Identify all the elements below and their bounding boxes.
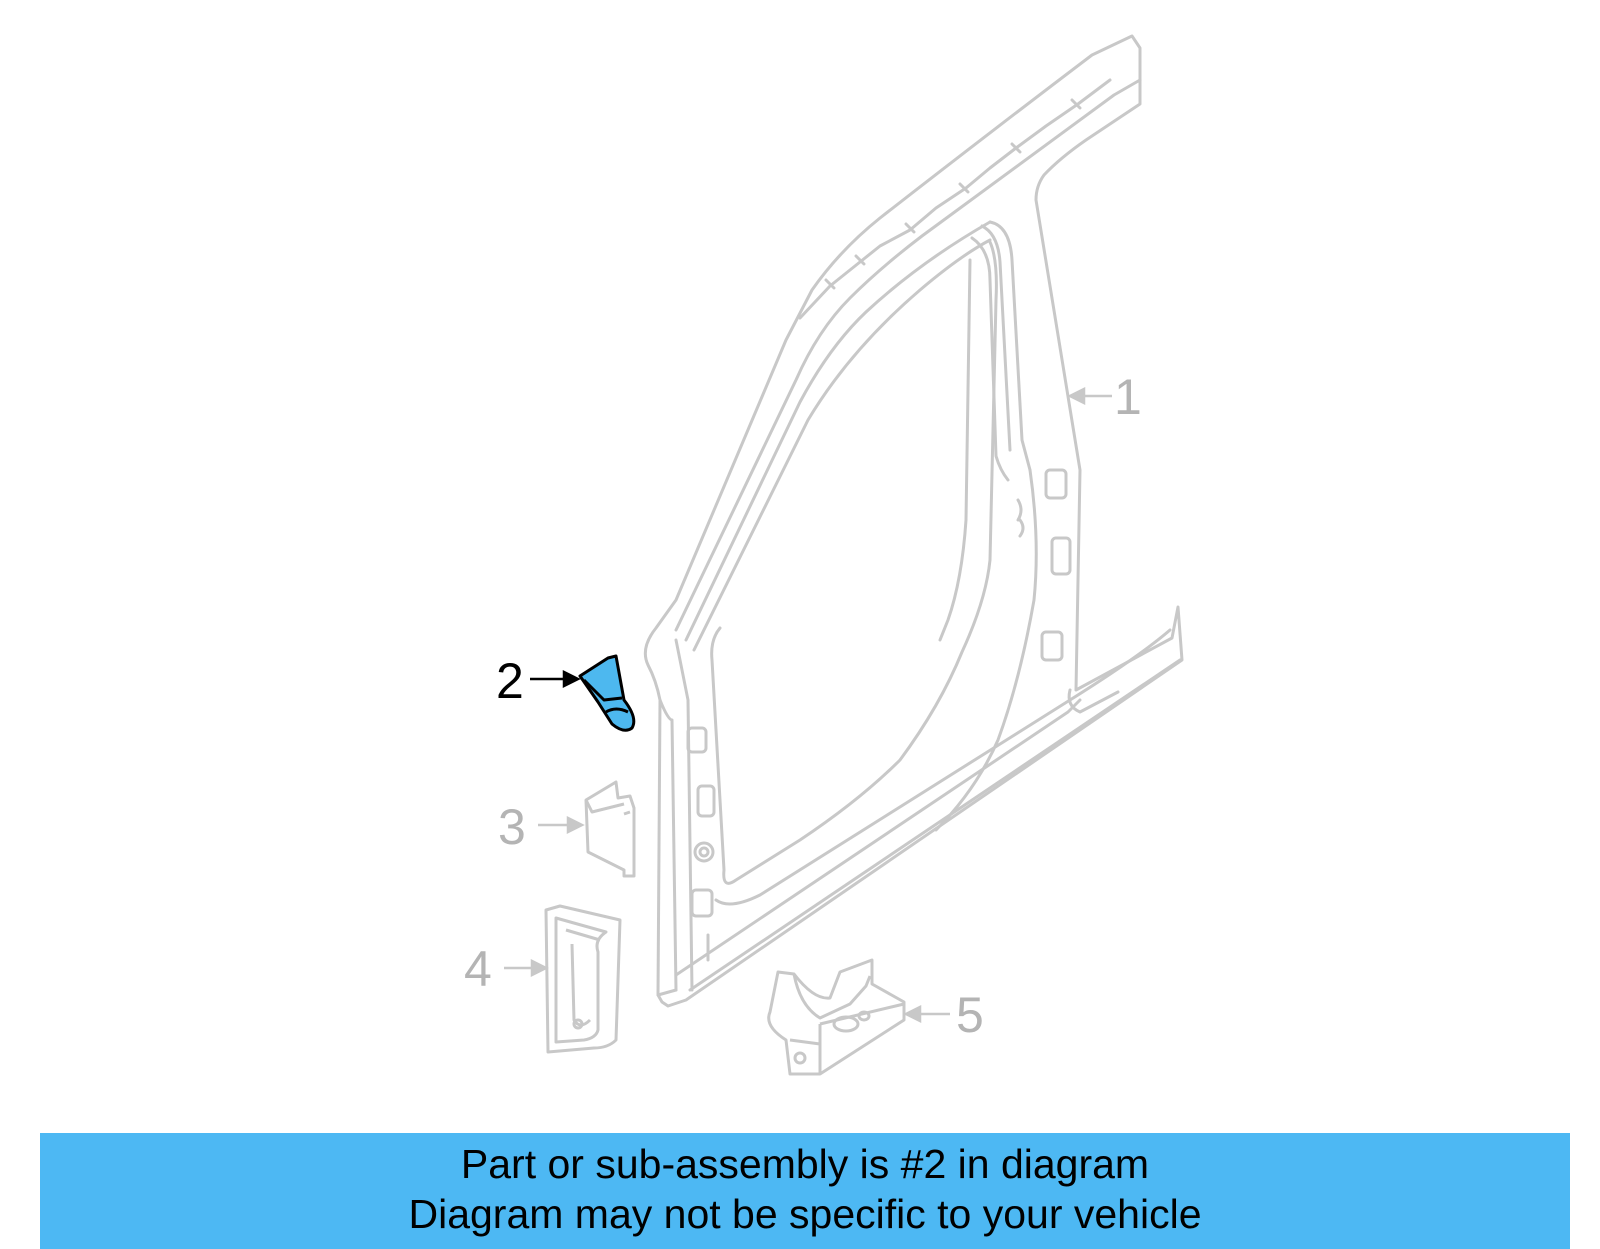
part-4-reinforcement[interactable] [544, 904, 622, 1054]
callout-3-label[interactable]: 3 [498, 799, 526, 855]
banner-part-line: Part or sub-assembly is #2 in diagram [460, 1141, 1150, 1187]
info-banner: Part or sub-assembly is #2 in diagram Di… [40, 1133, 1570, 1249]
callout-1-arrow [1067, 386, 1112, 406]
callout-5-label[interactable]: 5 [956, 987, 984, 1043]
callout-3-arrow [538, 815, 585, 835]
callout-4-arrow [504, 958, 549, 978]
part-5-sill-bracket[interactable] [767, 958, 906, 1076]
callout-1-label[interactable]: 1 [1114, 369, 1142, 425]
callout-5-arrow [903, 1004, 950, 1024]
callout-2-label[interactable]: 2 [496, 653, 524, 709]
part-3-plate[interactable] [584, 780, 636, 878]
callout-4-label[interactable]: 4 [464, 941, 492, 997]
banner-disclaimer-line: Diagram may not be specific to your vehi… [408, 1191, 1202, 1237]
part-2-bracket[interactable] [578, 654, 636, 732]
callout-2-arrow [530, 669, 581, 689]
info-banner-bg [40, 1133, 1570, 1249]
part-1-body-side-frame[interactable] [643, 34, 1184, 1008]
